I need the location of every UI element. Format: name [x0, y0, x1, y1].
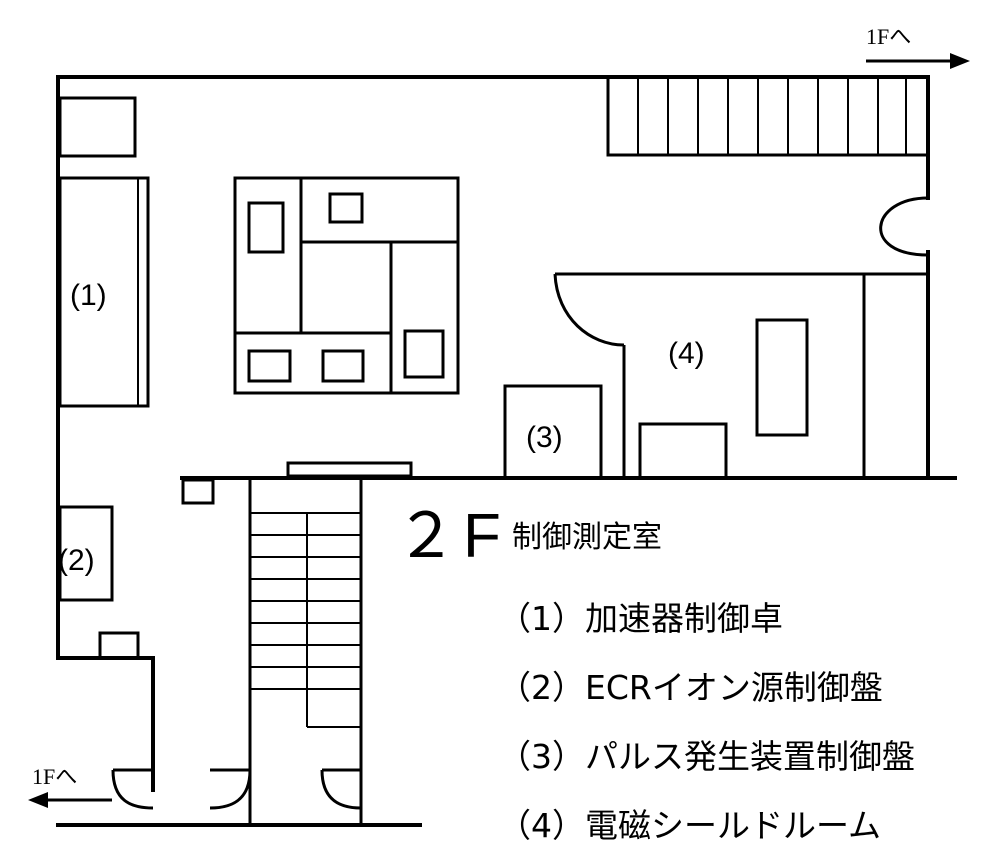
arrow-bottom-left	[28, 792, 112, 808]
staircase-top	[606, 75, 930, 157]
door-swing-right	[879, 196, 929, 257]
room-name: 制御測定室	[512, 520, 662, 555]
floor-number: ２	[395, 502, 457, 571]
counter	[286, 461, 413, 478]
cabinet-top-left	[58, 96, 137, 158]
legend-item-2: （2）ECRイオン源制御盤	[498, 668, 883, 707]
legend-item-4: （4）電磁シールドルーム	[498, 806, 881, 845]
legend-item-1: （1）加速器制御卓	[498, 599, 783, 638]
small-box-partition	[181, 478, 215, 505]
marker-4: (4)	[668, 337, 705, 370]
floor-suffix: F	[463, 502, 501, 571]
desk-cluster	[233, 176, 460, 395]
door-swing-center-left	[209, 769, 252, 810]
door-swing-center-right	[320, 769, 362, 810]
legend-item-3: （3）パルス発生装置制御盤	[498, 737, 915, 776]
console-2	[58, 505, 114, 602]
staircase-center	[248, 478, 363, 825]
marker-3: (3)	[526, 421, 563, 454]
marker-2: (2)	[58, 544, 95, 577]
small-box-bottom-left	[98, 631, 140, 660]
arrow-bottom-label: 1Fへ	[32, 764, 77, 789]
marker-1: (1)	[70, 279, 107, 312]
arrow-top-right	[866, 53, 970, 69]
arrow-top-label: 1Fへ	[866, 24, 911, 49]
shield-room	[553, 272, 928, 480]
pulse-generator-panel	[503, 384, 603, 480]
door-swing-left	[111, 769, 154, 810]
console-1	[58, 176, 150, 408]
